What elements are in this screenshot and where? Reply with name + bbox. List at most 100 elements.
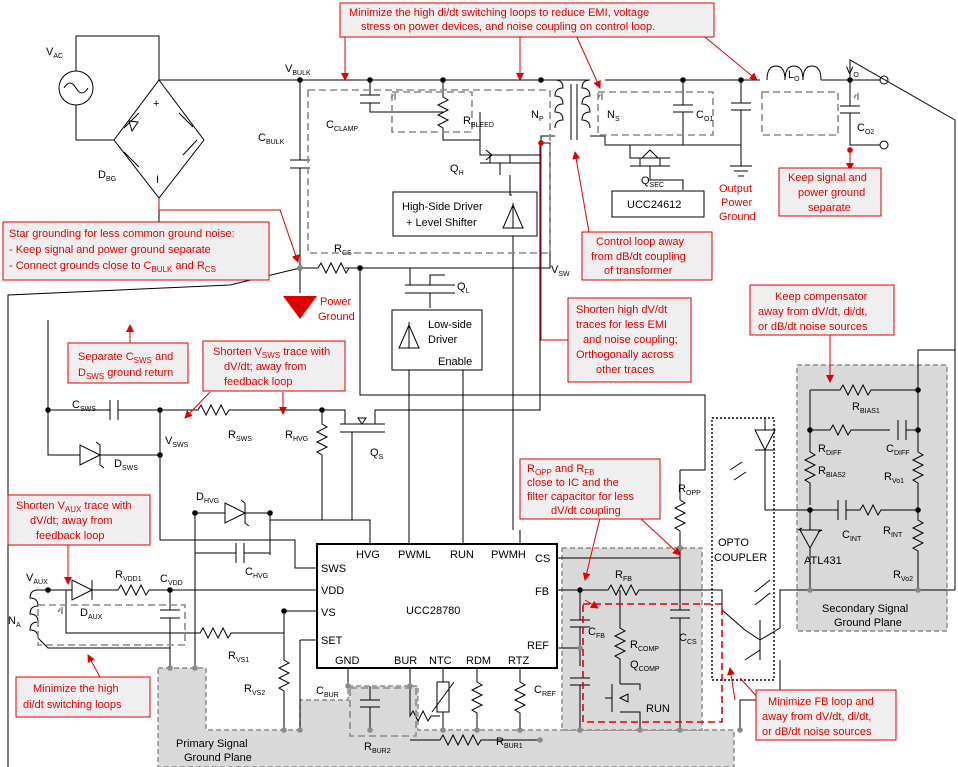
svg-text:Primary Signal: Primary Signal bbox=[176, 738, 248, 750]
svg-text:RUN: RUN bbox=[450, 549, 474, 561]
svg-text:CINT: CINT bbox=[842, 529, 862, 543]
svg-text:stress on power devices, and n: stress on power devices, and noise coupl… bbox=[361, 21, 655, 33]
svg-text:SWS: SWS bbox=[321, 563, 346, 575]
svg-text:RBUR2: RBUR2 bbox=[364, 741, 391, 755]
svg-text:Ground: Ground bbox=[318, 311, 355, 323]
svg-text:RDIFF: RDIFF bbox=[818, 443, 842, 457]
ic-labels: UCC28780 HVG PWML RUN PWMH SWS VDD VS SE… bbox=[321, 549, 550, 667]
annotation-min-fb: Minimize FB loop and away from dV/dt, di… bbox=[755, 689, 897, 741]
annotation-ctrl-loop: Control loop away from dB/dt coupling of… bbox=[581, 231, 713, 281]
svg-text:DBG: DBG bbox=[98, 169, 116, 183]
svg-text:Control loop away: Control loop away bbox=[596, 236, 685, 248]
svg-text:Orthogonally across: Orthogonally across bbox=[576, 349, 674, 361]
svg-text:QS: QS bbox=[370, 447, 384, 461]
svg-text:GND: GND bbox=[335, 655, 360, 667]
svg-text:RTZ: RTZ bbox=[508, 655, 529, 667]
svg-text:RVo1: RVo1 bbox=[884, 471, 904, 485]
svg-text:of transformer: of transformer bbox=[604, 265, 673, 277]
secondary-ground-plane bbox=[796, 364, 948, 632]
aux-loop-dash bbox=[37, 604, 186, 646]
svg-text:dV/dt; away from: dV/dt; away from bbox=[30, 515, 113, 527]
svg-text:RFB: RFB bbox=[615, 569, 632, 583]
annotation-short-hdvdt: Shorten high dV/dt traces for less EMI a… bbox=[567, 297, 692, 383]
svg-text:RBIAS2: RBIAS2 bbox=[818, 465, 846, 479]
svg-text:Enable: Enable bbox=[438, 356, 472, 368]
svg-text:RINT: RINT bbox=[883, 525, 903, 539]
svg-text:RVo2: RVo2 bbox=[893, 569, 913, 583]
svg-text:filter capacitor for less: filter capacitor for less bbox=[527, 491, 634, 503]
svg-text:RBIAS1: RBIAS1 bbox=[852, 401, 880, 415]
svg-text:- Keep signal and power ground: - Keep signal and power ground separate bbox=[9, 244, 211, 256]
svg-text:di/dt switching loops: di/dt switching loops bbox=[23, 699, 122, 711]
svg-text:Shorten VAUX trace with: Shorten VAUX trace with bbox=[16, 500, 132, 514]
svg-text:power ground: power ground bbox=[798, 187, 865, 199]
annotation-short-vaux: Shorten VAUX trace with dV/dt; away from… bbox=[7, 494, 151, 546]
svg-text:Minimize the high di/dt switch: Minimize the high di/dt switching loops … bbox=[349, 7, 649, 19]
svg-text:RBUR1: RBUR1 bbox=[496, 736, 523, 750]
svg-text:VO: VO bbox=[846, 65, 859, 79]
secondary-loop-dash bbox=[597, 91, 714, 136]
svg-text:NA: NA bbox=[8, 615, 21, 629]
svg-text:Keep compensator: Keep compensator bbox=[775, 291, 868, 303]
svg-text:VBULK: VBULK bbox=[285, 63, 311, 77]
opto-coupler-box bbox=[711, 417, 775, 681]
svg-text:Separate CSWS and: Separate CSWS and bbox=[78, 351, 173, 365]
ucc24612-box bbox=[611, 190, 705, 218]
svg-text:away from dV/dt, di/dt,: away from dV/dt, di/dt, bbox=[762, 711, 871, 723]
svg-text:Low-side: Low-side bbox=[428, 319, 472, 331]
svg-text:RCS: RCS bbox=[334, 243, 352, 257]
svg-text:- Connect grounds close to CBU: - Connect grounds close to CBULK and RCS bbox=[9, 260, 216, 274]
svg-text:CCS: CCS bbox=[679, 632, 697, 646]
svg-text:CVDD: CVDD bbox=[160, 573, 183, 587]
component-labels: VAC DBG VBULK CBULK CCLAMP RBLEED NP NS … bbox=[8, 46, 913, 764]
svg-text:VAUX: VAUX bbox=[26, 572, 48, 586]
svg-text:CO1: CO1 bbox=[696, 109, 713, 123]
svg-text:CBULK: CBULK bbox=[258, 132, 285, 146]
power-ground-icon bbox=[283, 296, 317, 319]
svg-text:Keep signal and: Keep signal and bbox=[788, 172, 867, 184]
ucc28780-ic bbox=[316, 543, 558, 669]
svg-text:OPTO: OPTO bbox=[718, 537, 749, 549]
bridge-plus: + bbox=[153, 98, 159, 110]
bur-loop-dash bbox=[349, 687, 417, 737]
svg-text:PWML: PWML bbox=[398, 549, 431, 561]
svg-text:Secondary Signal: Secondary Signal bbox=[822, 603, 908, 615]
svg-text:VS: VS bbox=[321, 607, 336, 619]
svg-text:Power: Power bbox=[721, 197, 753, 209]
fb-loop-dash bbox=[582, 603, 723, 723]
svg-text:Star grounding for less common: Star grounding for less common ground no… bbox=[9, 228, 235, 240]
svg-text:ROPP: ROPP bbox=[678, 483, 701, 497]
bridge-minus: I bbox=[156, 174, 159, 186]
svg-text:DSWS: DSWS bbox=[114, 458, 138, 472]
svg-text:CBUR: CBUR bbox=[316, 685, 339, 699]
svg-text:CCLAMP: CCLAMP bbox=[326, 119, 358, 133]
svg-text:traces for less EMI: traces for less EMI bbox=[576, 319, 667, 331]
svg-text:or dB/dt noise sources: or dB/dt noise sources bbox=[758, 321, 868, 333]
svg-text:and noise coupling;: and noise coupling; bbox=[583, 334, 678, 346]
svg-text:Output: Output bbox=[719, 183, 752, 195]
low-side-driver-box bbox=[391, 309, 483, 371]
svg-text:CHVG: CHVG bbox=[245, 566, 268, 580]
svg-text:RVS1: RVS1 bbox=[228, 650, 249, 664]
svg-text:RDM: RDM bbox=[466, 655, 491, 667]
svg-text:CO2: CO2 bbox=[857, 122, 874, 136]
ic-name: UCC28780 bbox=[406, 605, 460, 617]
svg-text:DHVG: DHVG bbox=[196, 491, 219, 505]
svg-text:RBLEED: RBLEED bbox=[463, 115, 494, 129]
svg-text:VAC: VAC bbox=[46, 46, 63, 60]
ground-plane-dots bbox=[167, 545, 921, 733]
svg-text:Shorten high dV/dt: Shorten high dV/dt bbox=[576, 304, 667, 316]
annotation-top: Minimize the high di/dt switching loops … bbox=[339, 2, 715, 38]
svg-text:or dB/dt noise sources: or dB/dt noise sources bbox=[762, 726, 872, 738]
svg-text:dV/dt; away from: dV/dt; away from bbox=[224, 361, 307, 373]
svg-text:RSWS: RSWS bbox=[228, 429, 252, 443]
svg-text:Shorten VSWS trace with: Shorten VSWS trace with bbox=[213, 346, 330, 360]
svg-text:Driver: Driver bbox=[428, 334, 458, 346]
svg-text:LO: LO bbox=[788, 69, 800, 83]
svg-text:HVG: HVG bbox=[356, 549, 380, 561]
svg-text:feedback loop: feedback loop bbox=[36, 530, 105, 542]
svg-text:Ground Plane: Ground Plane bbox=[184, 752, 252, 764]
svg-text:VDD: VDD bbox=[321, 585, 344, 597]
svg-text:QH: QH bbox=[450, 163, 464, 177]
